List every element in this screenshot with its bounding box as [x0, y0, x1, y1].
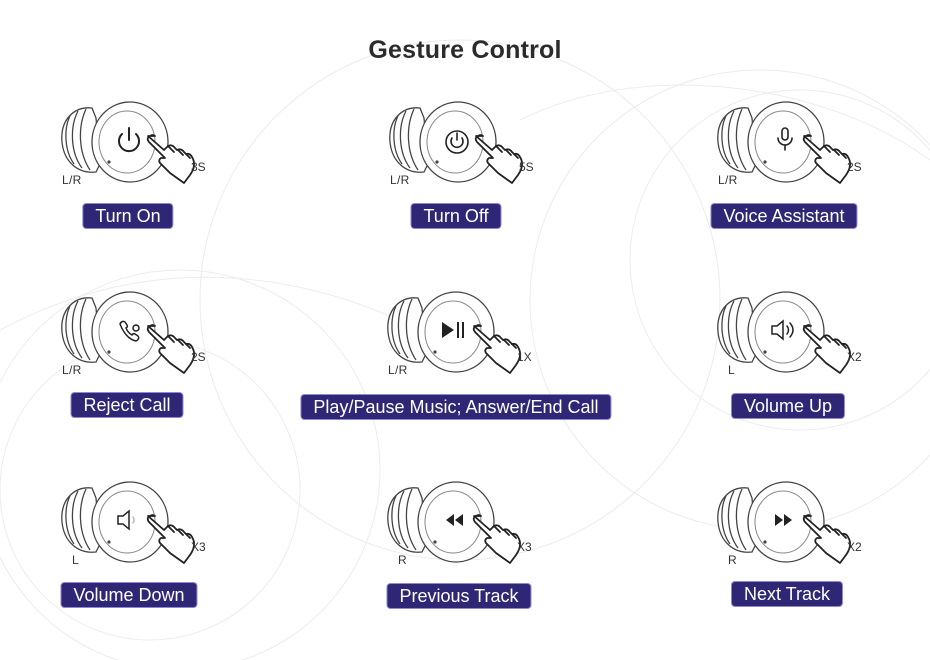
gesture-action-label: Volume Down	[61, 583, 197, 607]
earbud-power-icon	[61, 101, 195, 184]
gesture-action-label: Play/Pause Music; Answer/End Call	[301, 395, 611, 419]
earbud-fast-forward-icon	[717, 481, 851, 564]
earbud-rewind-icon	[387, 481, 521, 564]
earbud-volume-up-icon	[717, 291, 851, 374]
earbud-side-label: L/R	[388, 363, 408, 377]
tap-count-label: 2S	[191, 350, 206, 364]
gesture-action-label: Next Track	[731, 582, 843, 606]
earbud-side-label: L/R	[390, 173, 410, 187]
page-title: Gesture Control	[368, 36, 562, 64]
gesture-action-label: Volume Up	[731, 394, 845, 418]
earbud-side-label: L/R	[62, 363, 82, 377]
earbud-play-pause-icon	[387, 291, 521, 374]
earbud-side-label: R	[728, 553, 737, 567]
earbud-volume-down-icon	[61, 481, 195, 564]
earbud-side-label: L	[72, 553, 79, 567]
tap-count-label: 3S	[191, 160, 206, 174]
earbud-side-label: L	[728, 363, 735, 377]
tap-count-label: 2S	[847, 160, 862, 174]
earbud-microphone-icon	[717, 101, 851, 184]
earbud-side-label: R	[398, 553, 407, 567]
tap-count-label: X2	[847, 350, 862, 364]
gesture-action-label: Turn Off	[411, 204, 501, 228]
gesture-action-label: Turn On	[83, 204, 173, 228]
earbud-power-circle-icon	[389, 101, 523, 184]
gesture-action-label: Previous Track	[387, 584, 531, 608]
tap-count-label: X2	[847, 540, 862, 554]
gesture-action-label: Voice Assistant	[711, 204, 857, 228]
earbud-phone-reject-icon	[61, 291, 195, 374]
earbud-side-label: L/R	[718, 173, 738, 187]
tap-count-label: X3	[191, 540, 206, 554]
tap-count-label: 5S	[519, 160, 534, 174]
tap-count-label: 1X	[517, 350, 532, 364]
tap-count-label: X3	[517, 540, 532, 554]
earbud-side-label: L/R	[62, 173, 82, 187]
gesture-action-label: Reject Call	[71, 393, 183, 417]
